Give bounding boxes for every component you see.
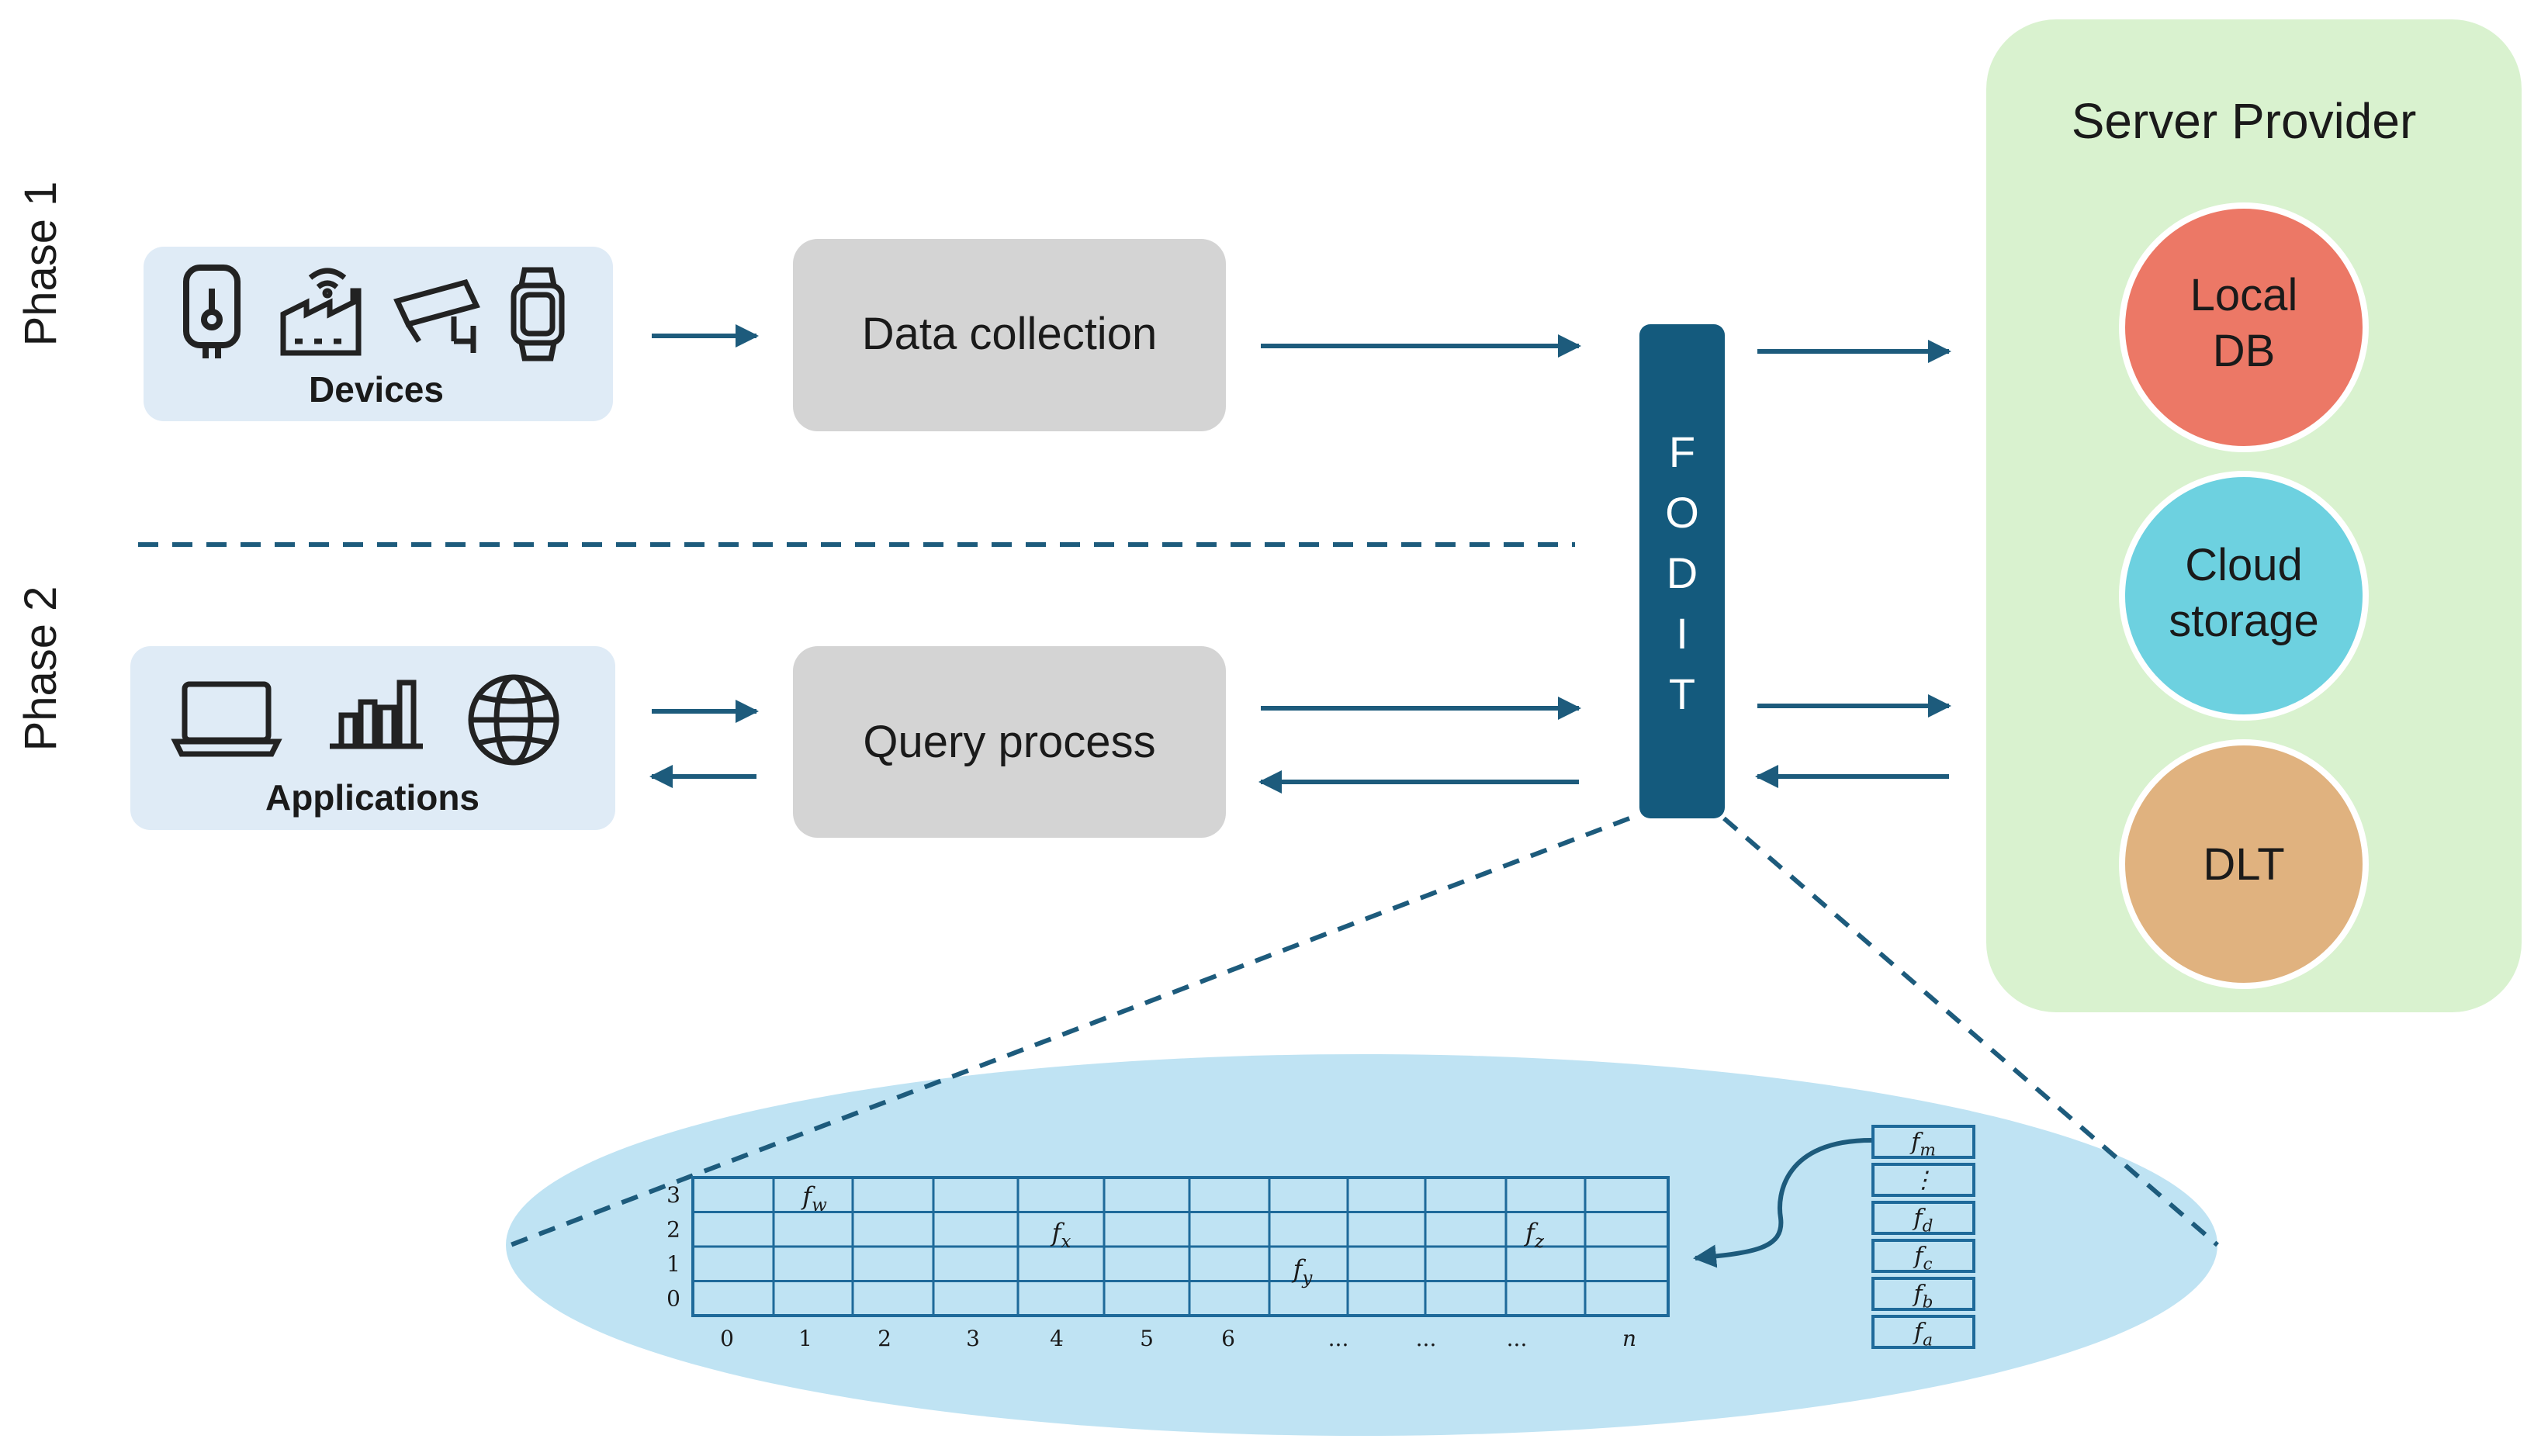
query-process-box: Query process [793, 646, 1226, 838]
grid-x-tick: ... [1416, 1326, 1437, 1351]
security-camera-icon [393, 278, 480, 353]
local-db-node: Local DB [2119, 202, 2369, 452]
grid-y-tick: 0 [666, 1286, 680, 1312]
grid-x-tick: n [1622, 1326, 1636, 1351]
laptop-icon [171, 681, 282, 757]
fodit-letter-i: I [1676, 609, 1688, 658]
applications-label: Applications [265, 777, 479, 818]
fodit-letter-o: O [1665, 488, 1699, 537]
grid-x-tick: ... [1328, 1326, 1349, 1351]
grid-x-tick: 0 [720, 1326, 734, 1351]
devices-label: Devices [309, 369, 444, 410]
phase-2-label: Phase 2 [16, 586, 66, 752]
cloud-storage-label-line1: Cloud [2185, 540, 2303, 590]
query-process-label: Query process [863, 717, 1155, 767]
grid-x-tick: ... [1507, 1326, 1528, 1351]
stack-entry: ⋮ [1912, 1167, 1935, 1194]
server-provider-title: Server Provider [2072, 93, 2417, 149]
local-db-label-line1: Local [2190, 270, 2298, 320]
stack-slot [1871, 1277, 1975, 1311]
grid-x-tick: 6 [1221, 1326, 1235, 1351]
stack-to-grid-arrow [1693, 1138, 1872, 1268]
applications-panel: Applications [130, 646, 615, 830]
dlt-label: DLT [2203, 839, 2284, 890]
cloud-storage-label-line2: storage [2169, 596, 2318, 646]
zoom-line-left [509, 816, 1631, 1247]
smartwatch-icon [511, 267, 565, 361]
grid-x-tick: 1 [798, 1326, 812, 1351]
stack-slot [1871, 1163, 1975, 1197]
grid-x-tick: 4 [1050, 1326, 1064, 1351]
data-collection-box: Data collection [793, 239, 1226, 431]
bar-chart-icon [330, 680, 423, 749]
grid-entry-fy: fy [1292, 1254, 1314, 1288]
phase-1-label: Phase 1 [16, 182, 66, 347]
stack-slot [1871, 1125, 1975, 1159]
stack-slot [1871, 1239, 1975, 1273]
devices-panel: Devices [144, 247, 613, 421]
fodit-letter-f: F [1669, 427, 1695, 476]
zoom-line-right [1722, 816, 2219, 1247]
stack-slot [1871, 1315, 1975, 1349]
stack-slot [1871, 1201, 1975, 1235]
grid-y-tick: 1 [666, 1251, 680, 1277]
dlt-node: DLT [2119, 739, 2369, 989]
grid-x-tick: 2 [878, 1326, 891, 1351]
server-provider-panel: Server Provider Local DB Cloud storage D… [1986, 19, 2522, 1012]
cloud-storage-node: Cloud storage [2119, 471, 2369, 721]
grid-y-tick: 3 [666, 1182, 680, 1208]
fodit-letter-t: T [1669, 669, 1695, 718]
local-db-label-line2: DB [2213, 326, 2276, 376]
storage-grid [691, 1176, 1670, 1317]
thermometer-icon [183, 265, 241, 358]
fodit-bar: F O D I T [1639, 324, 1725, 818]
fodit-detail-ellipse [506, 1054, 2217, 1436]
storage-grid-labels: 3 2 1 0 0 1 2 3 4 5 6......... n [666, 1182, 1636, 1351]
grid-x-tick: 3 [966, 1326, 980, 1351]
fodit-letter-d: D [1667, 548, 1698, 597]
data-collection-label: Data collection [862, 309, 1157, 359]
grid-y-tick: 2 [666, 1217, 680, 1243]
factory-icon [280, 268, 362, 356]
grid-x-tick: 5 [1140, 1326, 1154, 1351]
globe-icon [468, 674, 559, 766]
flow-arrows [649, 324, 1951, 794]
